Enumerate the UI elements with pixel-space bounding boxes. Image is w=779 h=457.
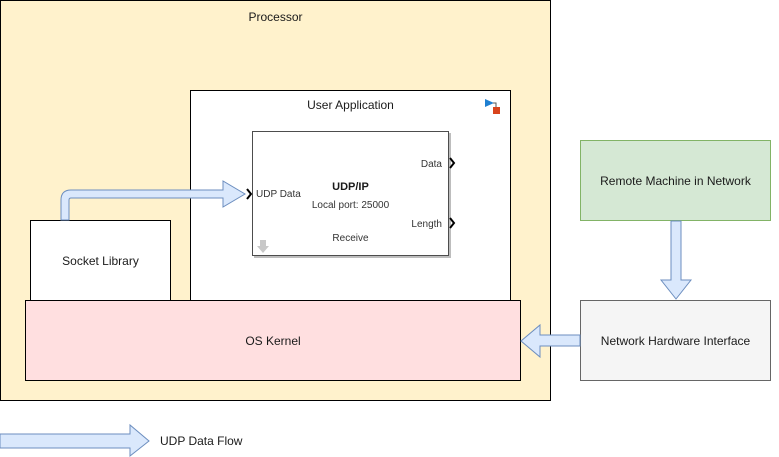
socket-library-label: Socket Library: [62, 254, 139, 268]
network-hardware-interface-label: Network Hardware Interface: [600, 334, 751, 348]
legend-arrow-icon: [0, 423, 150, 457]
output-port-length-chevron-icon: [449, 217, 456, 229]
udp-block-title: UDP/IP: [332, 181, 369, 193]
flow-arrow-nhi-to-kernel[interactable]: [520, 323, 581, 359]
input-port-udp-data[interactable]: UDP Data: [256, 189, 301, 200]
udp-block-mode: Receive: [332, 233, 369, 244]
legend-label: UDP Data Flow: [160, 434, 243, 448]
output-port-length[interactable]: Length: [411, 219, 442, 230]
os-kernel-label: OS Kernel: [245, 334, 301, 348]
network-hardware-interface-box[interactable]: Network Hardware Interface: [580, 300, 771, 381]
udp-ip-receive-block[interactable]: UDP/IP Local port: 25000 Receive UDP Dat…: [252, 131, 449, 256]
down-arrow-icon: [257, 240, 269, 253]
output-port-data[interactable]: Data: [420, 159, 442, 170]
output-port-data-chevron-icon: [449, 157, 456, 169]
user-application-container[interactable]: User Application: [190, 90, 511, 301]
remote-machine-label: Remote Machine in Network: [600, 174, 751, 188]
os-kernel-box[interactable]: OS Kernel: [25, 300, 521, 381]
udp-block-local-port: Local port: 25000: [311, 200, 390, 211]
processor-label: Processor: [248, 10, 303, 24]
flow-arrow-remote-to-nhi[interactable]: [659, 220, 693, 300]
user-application-label: User Application: [307, 98, 394, 112]
socket-library-box[interactable]: Socket Library: [30, 220, 171, 301]
flow-arrow-socket-to-udp[interactable]: [60, 180, 246, 221]
simulink-model-icon: [485, 99, 500, 114]
input-port-chevron-icon: [246, 188, 253, 200]
